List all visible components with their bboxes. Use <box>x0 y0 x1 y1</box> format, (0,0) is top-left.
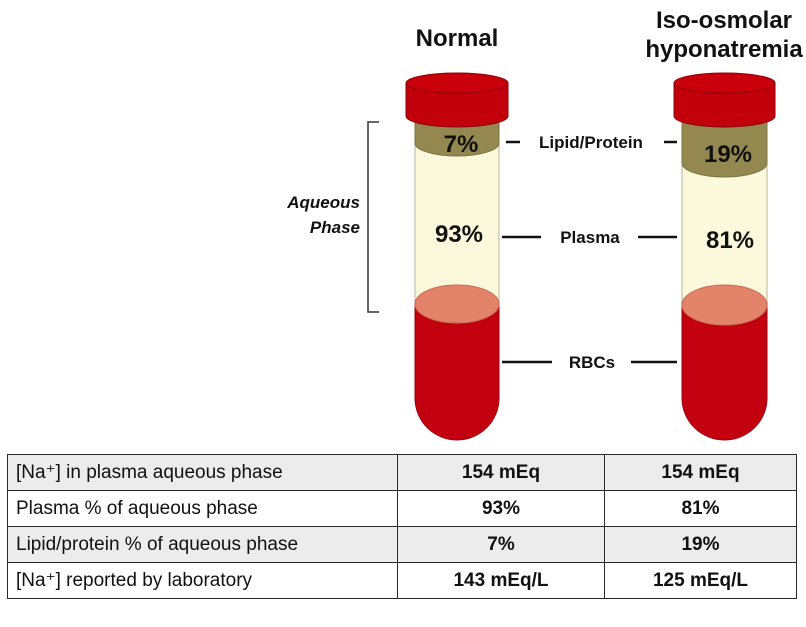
rbc-surface <box>681 284 768 326</box>
tube-cap <box>405 82 509 128</box>
iso-value: 154 mEq <box>604 454 797 491</box>
rbc-layer <box>414 302 500 441</box>
header-iso-line1: Iso-osmolar <box>656 7 792 34</box>
normal-plasma-pct: 93% <box>435 221 483 248</box>
iso-lipid-pct: 19% <box>704 141 752 168</box>
normal-value: 143 mEq/L <box>397 562 605 599</box>
row-label: [Na⁺] reported by laboratory <box>7 562 398 599</box>
aqueous-label-line1: Aqueous <box>286 193 360 212</box>
iso-value: 81% <box>604 490 797 527</box>
tube-cap-top <box>673 72 776 94</box>
normal-value: 154 mEq <box>397 454 605 491</box>
rbc-layer <box>681 302 768 441</box>
lipid-protein-label: Lipid/Protein <box>539 133 643 152</box>
sodium-table: [Na⁺] in plasma aqueous phase 154 mEq 15… <box>7 454 797 599</box>
normal-value: 93% <box>397 490 605 527</box>
row-label: [Na⁺] in plasma aqueous phase <box>7 454 398 491</box>
row-label: Lipid/protein % of aqueous phase <box>7 526 398 563</box>
normal-lipid-pct: 7% <box>444 131 479 158</box>
tube-cap-top <box>405 72 509 94</box>
table-row: Plasma % of aqueous phase 93% 81% <box>7 490 797 527</box>
lipid-layer <box>414 121 500 157</box>
header-normal: Normal <box>416 25 499 52</box>
aqueous-bracket <box>367 121 379 313</box>
table-row: Lipid/protein % of aqueous phase 7% 19% <box>7 526 797 563</box>
table-row: [Na⁺] reported by laboratory 143 mEq/L 1… <box>7 562 797 599</box>
iso-value: 19% <box>604 526 797 563</box>
iso-plasma-pct: 81% <box>706 227 754 254</box>
table-row: [Na⁺] in plasma aqueous phase 154 mEq 15… <box>7 454 797 491</box>
rbcs-label: RBCs <box>569 353 615 372</box>
lipid-layer <box>681 119 768 178</box>
rbc-surface <box>414 284 500 324</box>
header-iso-line2: hyponatremia <box>645 36 803 63</box>
row-label: Plasma % of aqueous phase <box>7 490 398 527</box>
tubes-diagram: Normal Iso-osmolar hyponatremia Aqueous … <box>286 7 803 441</box>
aqueous-label-line2: Phase <box>310 218 360 237</box>
plasma-label: Plasma <box>560 228 620 247</box>
tube-iso: 19% 81% <box>673 72 776 441</box>
normal-value: 7% <box>397 526 605 563</box>
iso-value: 125 mEq/L <box>604 562 797 599</box>
tube-cap <box>673 82 776 128</box>
plasma-layer <box>414 136 500 304</box>
tube-normal: 7% 93% <box>405 72 509 441</box>
